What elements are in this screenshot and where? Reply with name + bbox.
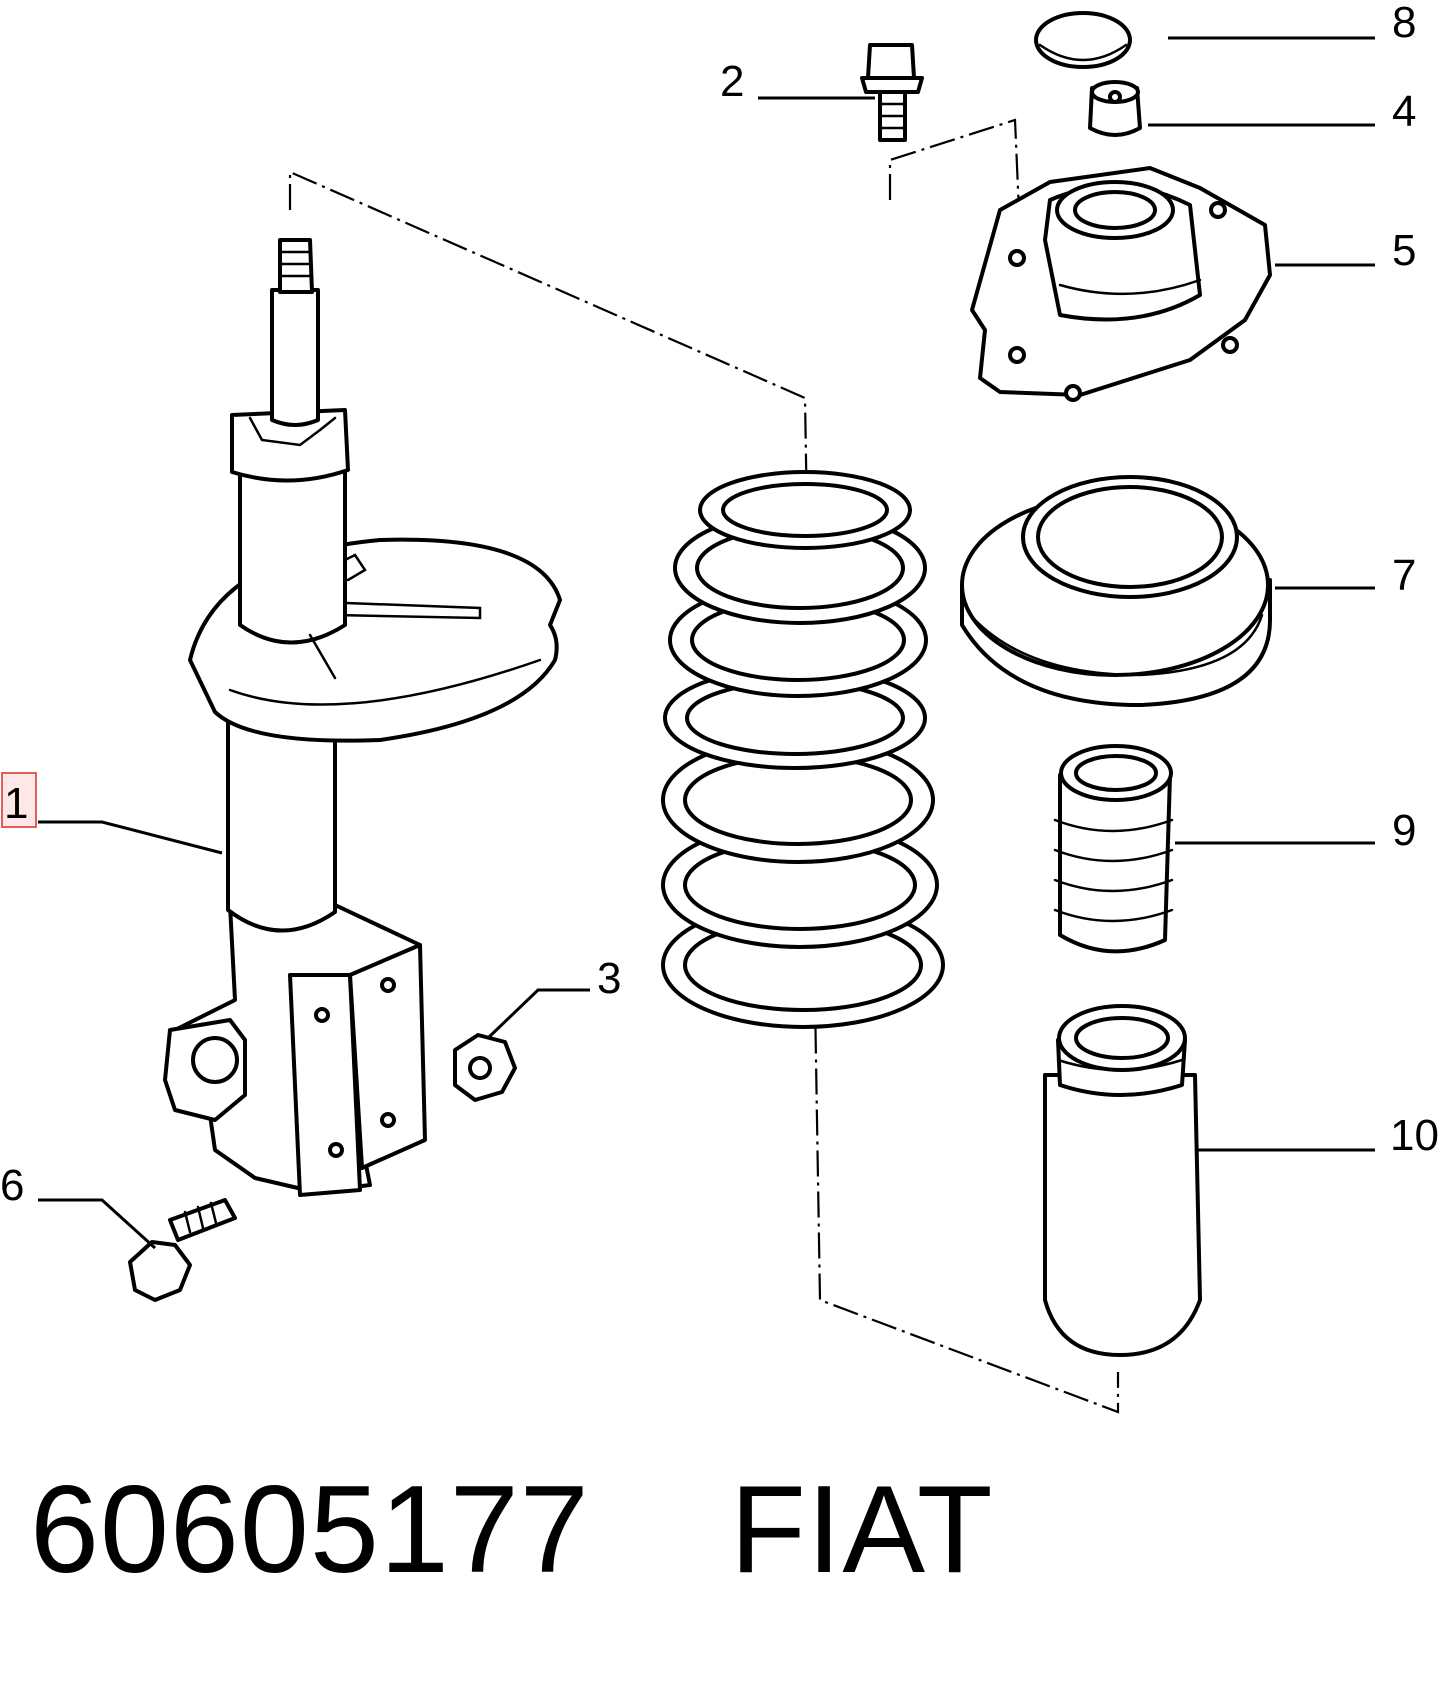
nut-upper — [1088, 80, 1142, 137]
callout-1-highlight — [1, 772, 37, 828]
callout-8: 8 — [1392, 0, 1416, 47]
bolt-lower — [128, 1198, 237, 1302]
assembly-lines — [288, 118, 1120, 1414]
nut-lower — [453, 1033, 517, 1102]
top-mount — [970, 166, 1272, 402]
callout-5: 5 — [1392, 226, 1416, 275]
callout-labels: 1 2 8 4 5 7 9 10 3 6 — [0, 0, 1439, 1210]
bump-stop — [1053, 744, 1174, 954]
callout-6: 6 — [0, 1161, 24, 1210]
bolt-upper — [860, 43, 924, 142]
callout-2: 2 — [720, 57, 744, 106]
callout-7: 7 — [1392, 551, 1416, 600]
leader-lines — [38, 36, 1375, 1250]
callout-3: 3 — [597, 954, 621, 1003]
strut-assembly — [163, 238, 562, 1197]
dust-cap — [1034, 11, 1132, 69]
brand-name: FIAT — [730, 1461, 994, 1599]
part-number: 60605177 — [30, 1461, 590, 1599]
callout-9: 9 — [1392, 806, 1416, 855]
caption: 60605177 FIAT — [30, 1468, 994, 1592]
callout-10: 10 — [1390, 1111, 1439, 1160]
spring-isolator — [960, 475, 1272, 707]
callout-4: 4 — [1392, 87, 1416, 136]
callout-1: 1 — [4, 779, 28, 828]
protective-boot — [1043, 1004, 1202, 1357]
coil-spring — [661, 470, 945, 1029]
